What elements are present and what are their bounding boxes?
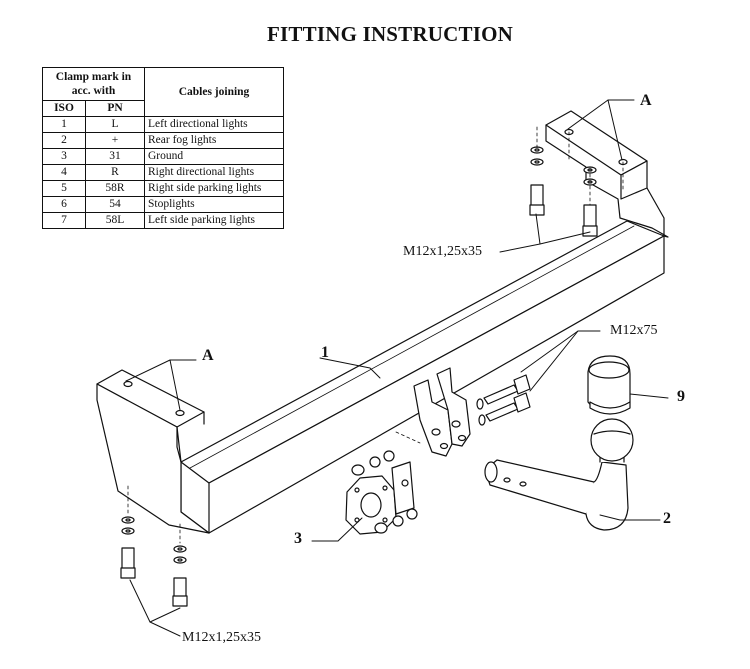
callout-part-3: 3	[294, 530, 302, 547]
table-row: 3 31 Ground	[42, 148, 284, 165]
callout-part-2: 2	[663, 510, 671, 527]
cell-desc: Right directional lights	[144, 164, 284, 181]
callout-a-left: A	[202, 347, 214, 364]
leader-lines	[125, 99, 669, 637]
table-header-cables: Cables joining	[144, 67, 284, 117]
page-title: FITTING INSTRUCTION	[267, 22, 513, 46]
cell-pn: 58L	[85, 212, 145, 229]
ball-cover	[587, 355, 631, 415]
cell-desc: Left side parking lights	[144, 212, 284, 229]
cell-pn: 58R	[85, 180, 145, 197]
table-row: 4 R Right directional lights	[42, 164, 284, 181]
callout-bolt-bottom: M12x1,25x35	[182, 630, 261, 645]
m12x75-bolts	[476, 374, 531, 426]
table-row: 2 + Rear fog lights	[42, 132, 284, 149]
ball-neck	[484, 418, 634, 531]
callout-a-top: A	[640, 92, 652, 109]
center-plates	[395, 367, 471, 457]
table-header-clamp: Clamp mark in acc. with	[42, 67, 145, 101]
socket-plate	[345, 450, 418, 535]
left-bracket	[96, 369, 210, 544]
top-bolts	[529, 126, 598, 237]
callout-bolt-mid: M12x75	[610, 323, 658, 338]
callout-part-9: 9	[677, 388, 685, 405]
callout-bolt-top: M12x1,25x35	[403, 244, 482, 259]
bolt-hole	[123, 380, 133, 388]
table-row: 7 58L Left side parking lights	[42, 212, 284, 229]
table-row: 6 54 Stoplights	[42, 196, 284, 213]
right-bracket	[545, 110, 669, 238]
bolt-hole	[175, 409, 185, 417]
bottom-bolts	[120, 516, 188, 607]
callout-part-1: 1	[321, 344, 329, 361]
cable-table: Clamp mark in acc. with Cables joining I…	[42, 67, 284, 229]
cell-desc: Stoplights	[144, 196, 284, 213]
